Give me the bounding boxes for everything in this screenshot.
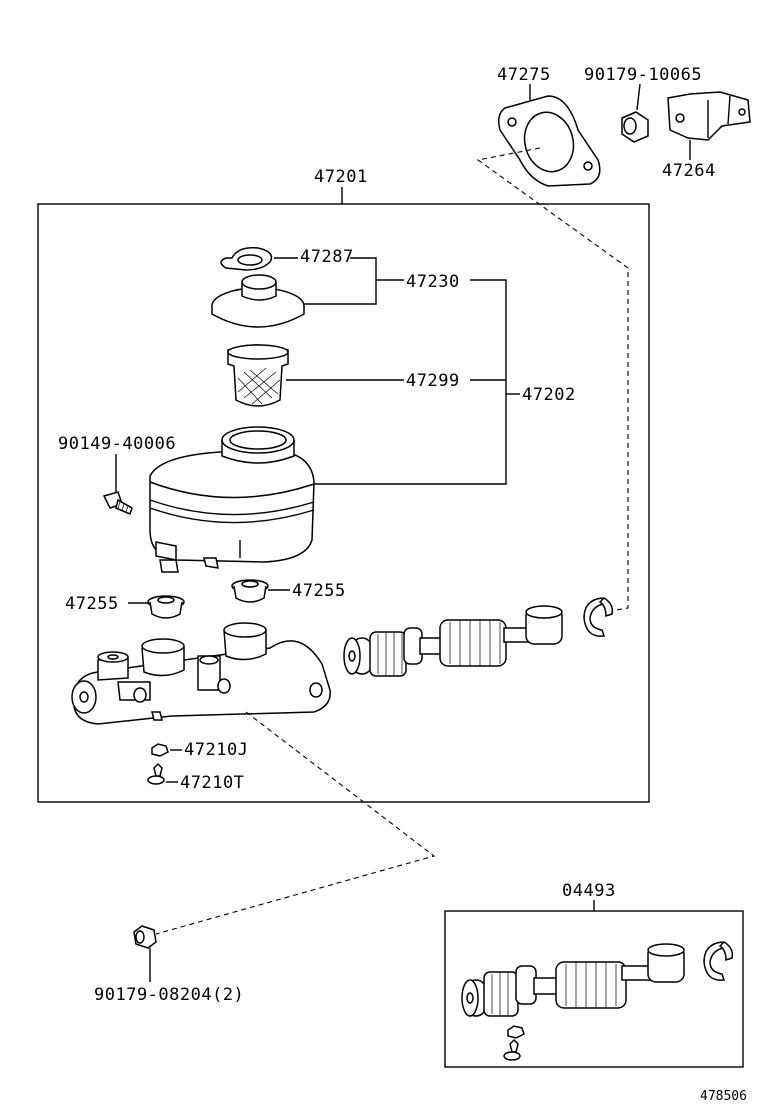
snap-ring[interactable] [583, 597, 614, 637]
label-47202: 47202 [522, 385, 576, 405]
label-47210T: 47210T [180, 773, 244, 793]
piston-assembly[interactable] [343, 605, 563, 677]
reservoir-47202[interactable] [149, 426, 315, 573]
label-47255-right: 47255 [292, 581, 346, 601]
nut-90179-10065[interactable] [621, 111, 649, 143]
grommet-47255-left[interactable] [147, 595, 185, 619]
bracket-47264[interactable] [667, 91, 751, 141]
leader-47202-bracket [314, 279, 507, 485]
label-47299: 47299 [406, 371, 460, 391]
label-47201: 47201 [314, 167, 368, 187]
screw-90149-40006[interactable] [102, 491, 133, 516]
kit-plug[interactable] [507, 1025, 525, 1039]
label-90149-40006: 90149-40006 [58, 434, 176, 454]
plug-47210J[interactable] [151, 743, 169, 757]
strainer-47299[interactable] [227, 344, 289, 407]
assembly-box-47201 [37, 203, 650, 803]
label-47210J: 47210J [184, 740, 248, 760]
kit-screw[interactable] [503, 1038, 521, 1061]
label-47230: 47230 [406, 272, 460, 292]
gasket-47275[interactable] [498, 95, 601, 187]
dashed-guide-gasket [476, 147, 629, 613]
label-04493: 04493 [562, 881, 616, 901]
label-47264: 47264 [662, 161, 716, 181]
kit-snap-ring[interactable] [703, 941, 734, 981]
nut-90179-08204[interactable] [133, 925, 157, 949]
cap-47230[interactable] [211, 274, 305, 328]
kit-box-04493 [444, 910, 744, 1068]
figure-id: 478506 [700, 1089, 747, 1104]
dashed-guide-nut [155, 711, 436, 935]
screw-47210T[interactable] [147, 762, 165, 785]
leader-47287-bracket [304, 257, 377, 305]
master-cylinder-body[interactable] [71, 622, 331, 725]
label-90179-08204: 90179-08204(2) [94, 985, 244, 1005]
grommet-47255-right[interactable] [231, 579, 269, 603]
label-47287: 47287 [300, 247, 354, 267]
kit-piston-assembly[interactable] [461, 943, 685, 1017]
label-90179-10065: 90179-10065 [584, 65, 702, 85]
label-47275: 47275 [497, 65, 551, 85]
leader-90179-10065 [636, 83, 641, 111]
clip-47287[interactable] [220, 246, 273, 271]
label-47255-left: 47255 [65, 594, 119, 614]
